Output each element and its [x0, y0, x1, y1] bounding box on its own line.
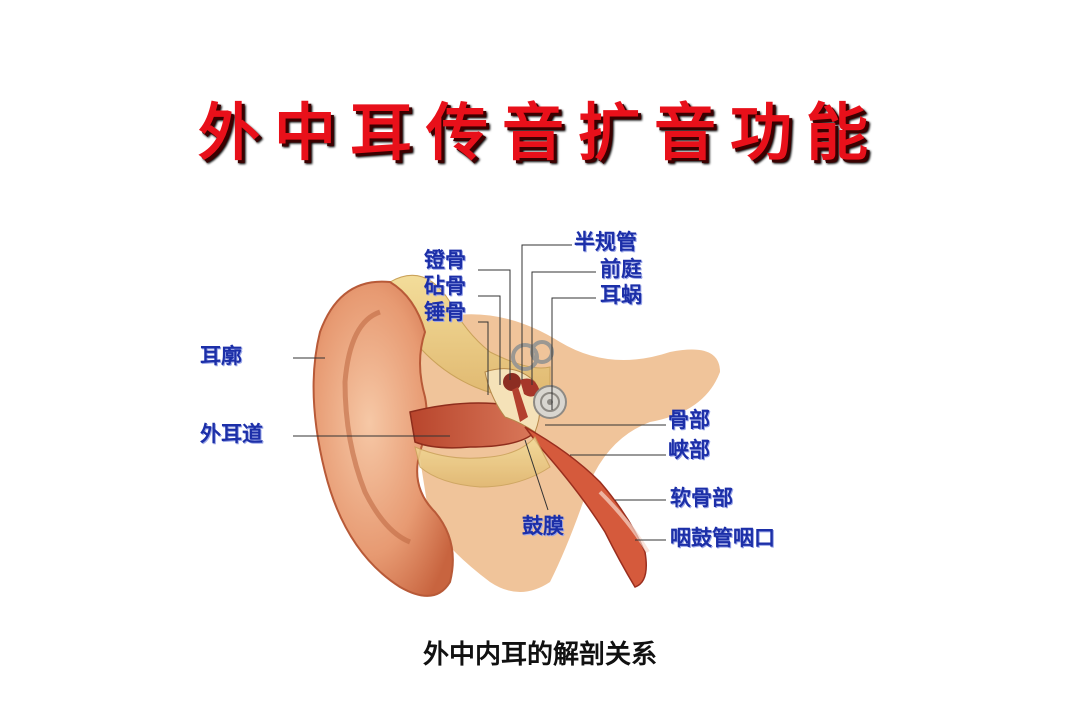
label-stapes: 镫骨	[424, 248, 466, 272]
ear-anatomy-illustration	[312, 274, 720, 597]
label-isthmus: 峡部	[668, 438, 710, 462]
label-cartilage-part: 软骨部	[670, 486, 733, 510]
label-incus: 砧骨	[424, 274, 466, 298]
label-vestibule: 前庭	[600, 257, 642, 281]
label-semicircular-canals: 半规管	[574, 230, 637, 254]
slide-title: 外中耳传音扩音功能	[197, 96, 882, 169]
label-bony-part: 骨部	[668, 408, 710, 432]
label-eardrum: 鼓膜	[522, 514, 564, 538]
label-auricle: 耳廓	[200, 344, 242, 368]
label-malleus: 锤骨	[424, 300, 466, 324]
label-pharyngeal-opening: 咽鼓管咽口	[670, 526, 775, 550]
label-external-canal: 外耳道	[200, 422, 263, 446]
label-cochlea: 耳蜗	[600, 283, 642, 307]
figure-caption: 外中内耳的解剖关系	[422, 640, 657, 670]
